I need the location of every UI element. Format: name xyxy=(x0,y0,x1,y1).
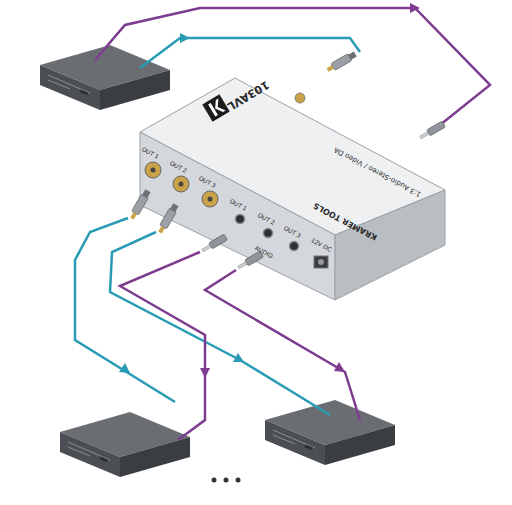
distribution-amplifier: 103AVL 1:3 Audio-Stereo / Video DAKRAMER … xyxy=(140,75,450,305)
model-name: 103AVL xyxy=(225,78,270,111)
brand-name: KRAMER TOOLS xyxy=(312,201,378,241)
product-description: 1:3 Audio-Stereo / Video DA xyxy=(333,145,422,197)
